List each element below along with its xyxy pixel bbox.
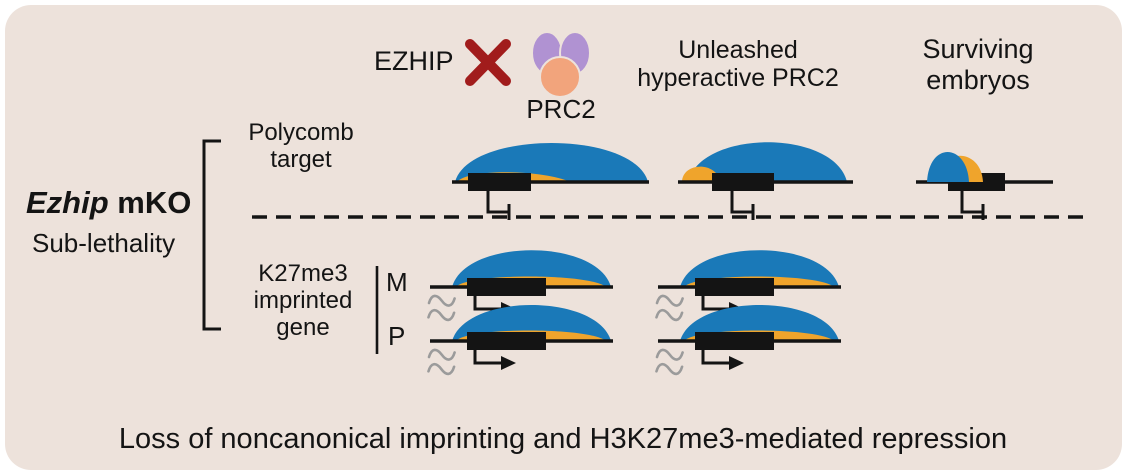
surviving-embryos-diagram	[916, 151, 1053, 220]
imprinted-gene-label: K27me3 imprinted gene	[253, 260, 353, 342]
polycomb-target-repressed-diagram	[452, 143, 649, 220]
unleashed-prc2-label: Unleashed hyperactive PRC2	[637, 36, 839, 93]
gene-body	[712, 173, 774, 191]
paternal-allele-label: P	[388, 321, 406, 351]
h3k27me3-domain	[680, 250, 839, 287]
gene-body	[467, 332, 546, 350]
figure-caption: Loss of noncanonical imprinting and H3K2…	[118, 423, 1008, 455]
sub-lethality-label: Sub-lethality	[32, 228, 176, 258]
small-h3k27me3-mark	[927, 151, 969, 182]
transcript-squiggles	[655, 294, 684, 322]
imprinted-maternal-diagram-2	[655, 250, 841, 322]
polycomb-target-label: Polycomb target	[248, 119, 354, 174]
ezhip-label: EZHIP	[374, 46, 454, 76]
noncanonical-mark-remnant	[682, 166, 721, 182]
gene-body	[467, 278, 546, 296]
maternal-allele-label: M	[386, 267, 408, 297]
active-tss-arrow	[701, 296, 731, 311]
transcript-squiggles	[427, 348, 456, 376]
ezhip-mko-title: Ezhip mKO	[26, 185, 191, 220]
ezhip-mko-bracket	[202, 139, 221, 331]
gene-name: Ezhip	[26, 185, 109, 220]
knockout-x-icon	[465, 39, 511, 86]
imprinted-paternal-diagram-2	[655, 305, 841, 376]
active-tss-arrow	[473, 296, 503, 311]
active-tss-arrowhead	[729, 356, 744, 370]
imprinted-paternal-diagram-1	[427, 305, 613, 376]
active-tss-arrow	[701, 350, 731, 365]
h3k27me3-domain	[688, 142, 847, 182]
surviving-embryos-label: Surviving embryos	[922, 34, 1034, 95]
prc2-core-subunit	[539, 56, 581, 98]
repressed-tss-arrow	[730, 191, 753, 214]
polycomb-target-hyperactive-diagram	[678, 142, 853, 220]
repressed-tss-arrow	[486, 191, 509, 214]
genotype-suffix: mKO	[108, 185, 192, 220]
prc2-complex-icon	[531, 31, 591, 98]
active-tss-arrow	[473, 350, 503, 365]
gene-body	[695, 332, 774, 350]
h3k27me3-domain	[452, 250, 611, 287]
prc2-label: PRC2	[526, 94, 596, 124]
gene-body	[695, 278, 774, 296]
transcript-squiggles	[655, 348, 684, 376]
imprinted-maternal-diagram-1	[427, 250, 613, 322]
gene-body	[468, 173, 531, 191]
transcript-squiggles	[427, 294, 456, 322]
active-tss-arrowhead	[501, 356, 516, 370]
repressed-tss-arrow	[960, 191, 983, 214]
